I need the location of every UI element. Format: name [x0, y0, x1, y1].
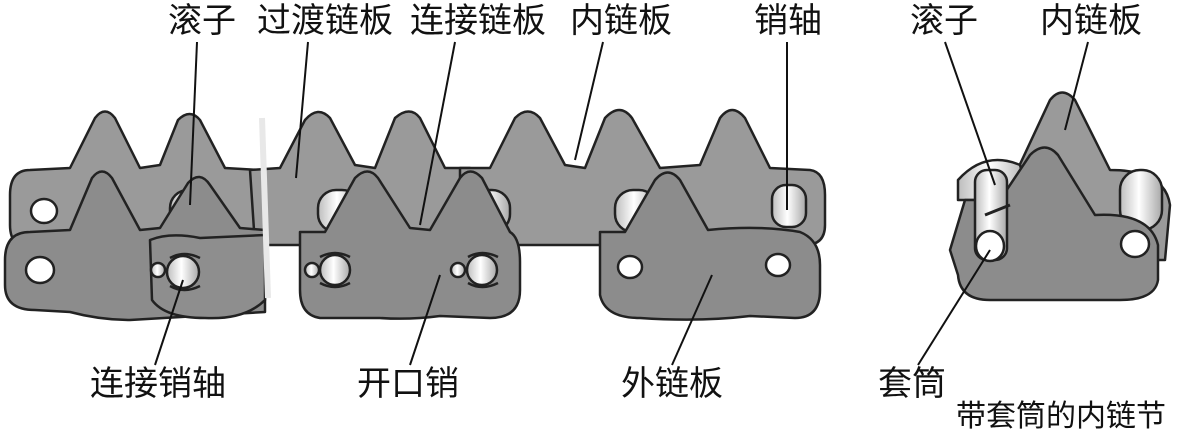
roller-label-right: 滚子 [910, 4, 978, 38]
inner-link-right [950, 93, 1170, 301]
cotter-pin-label: 开口销 [357, 367, 459, 401]
bushing-label: 套筒 [878, 367, 946, 401]
transition-plate-label: 过渡链板 [257, 4, 393, 38]
connecting-plate-label: 连接链板 [410, 4, 546, 38]
figure-caption: 带套筒的内链节 [956, 402, 1166, 432]
back-holes [31, 199, 57, 223]
inner-plate-label-right: 内链板 [1040, 4, 1142, 38]
pin-label: 销轴 [754, 4, 822, 38]
outer-plate-label: 外链板 [621, 367, 723, 401]
roller-label-left: 滚子 [168, 4, 236, 38]
connecting-pin-label: 连接销轴 [90, 367, 226, 401]
inner-plate-label-left: 内链板 [570, 4, 672, 38]
